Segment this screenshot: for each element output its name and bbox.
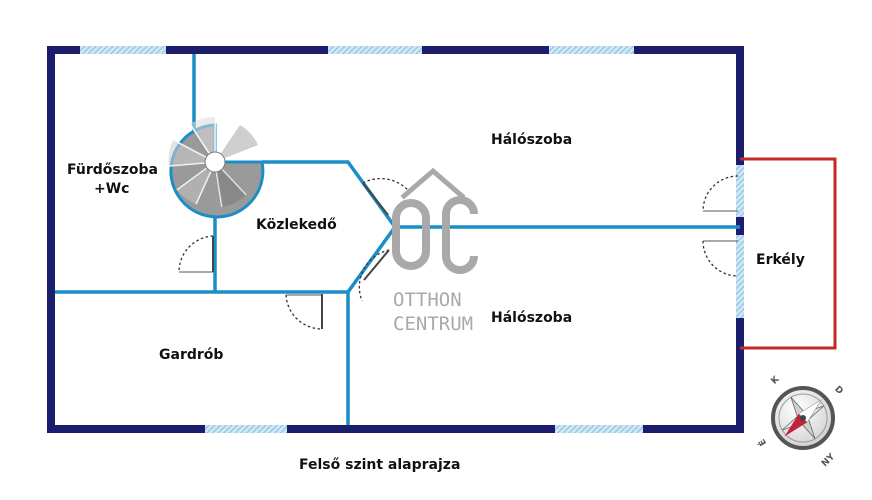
- room-label-kozlekedo: Közlekedő: [256, 217, 337, 233]
- room-label-furdoszoba: Fürdőszoba: [67, 162, 158, 178]
- watermark-line2: CENTRUM: [393, 313, 473, 335]
- room-label-erkely: Erkély: [756, 252, 805, 268]
- room-label-furdoszoba-wc: +Wc: [94, 181, 129, 197]
- room-labels: Fürdőszoba +Wc Közlekedő Hálószoba Hálós…: [67, 132, 805, 363]
- room-label-gardrob: Gardrób: [159, 347, 223, 363]
- compass-letter-ny: NY: [820, 452, 837, 469]
- room-label-haloszoba-lower: Hálószoba: [491, 310, 572, 326]
- spiral-staircase: [168, 116, 265, 219]
- compass-letter-k: K: [770, 374, 783, 387]
- door-swings: [178, 175, 739, 330]
- room-label-haloszoba-upper: Hálószoba: [491, 132, 572, 148]
- plan-caption: Felső szint alaprajza: [299, 457, 460, 473]
- windows: [80, 46, 744, 433]
- compass-letter-e: É: [756, 437, 769, 448]
- watermark-line1: OTTHON: [393, 289, 462, 311]
- balcony-outline: [740, 157, 837, 350]
- compass: D NY É K: [756, 374, 845, 469]
- watermark-logo: OTTHON CENTRUM: [392, 167, 478, 335]
- compass-letter-d: D: [832, 384, 844, 396]
